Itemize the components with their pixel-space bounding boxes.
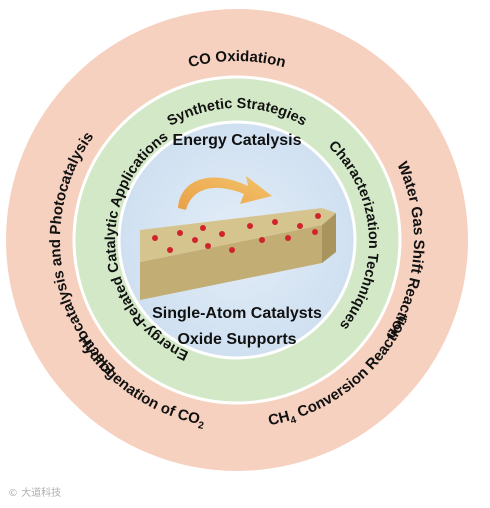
atom-dot <box>205 243 211 249</box>
slab-side <box>322 213 336 263</box>
atom-dot <box>315 213 321 219</box>
center-caption-line1: Single-Atom Catalysts <box>152 305 322 322</box>
atom-dot <box>167 247 173 253</box>
atom-dot <box>152 235 158 241</box>
single-atom-dots <box>152 213 321 253</box>
atom-dot <box>312 229 318 235</box>
atom-dot <box>285 235 291 241</box>
slab-front <box>140 225 322 300</box>
atom-dot <box>177 230 183 236</box>
atom-dot <box>200 225 206 231</box>
oxide-support-slab <box>140 208 336 300</box>
curved-arrow-icon <box>178 176 272 210</box>
watermark: © 大道科技 <box>8 488 62 499</box>
outer-label-top: CO Oxidation <box>187 48 288 71</box>
atom-dot <box>259 237 265 243</box>
atom-dot <box>297 223 303 229</box>
center-caption-line2: Oxide Supports <box>177 331 296 348</box>
atom-dot <box>192 237 198 243</box>
atom-dot <box>229 247 235 253</box>
atom-dot <box>219 231 225 237</box>
center-title: Energy Catalysis <box>173 132 302 149</box>
atom-dot <box>247 223 253 229</box>
slab-top <box>140 208 336 262</box>
atom-dot <box>272 219 278 225</box>
